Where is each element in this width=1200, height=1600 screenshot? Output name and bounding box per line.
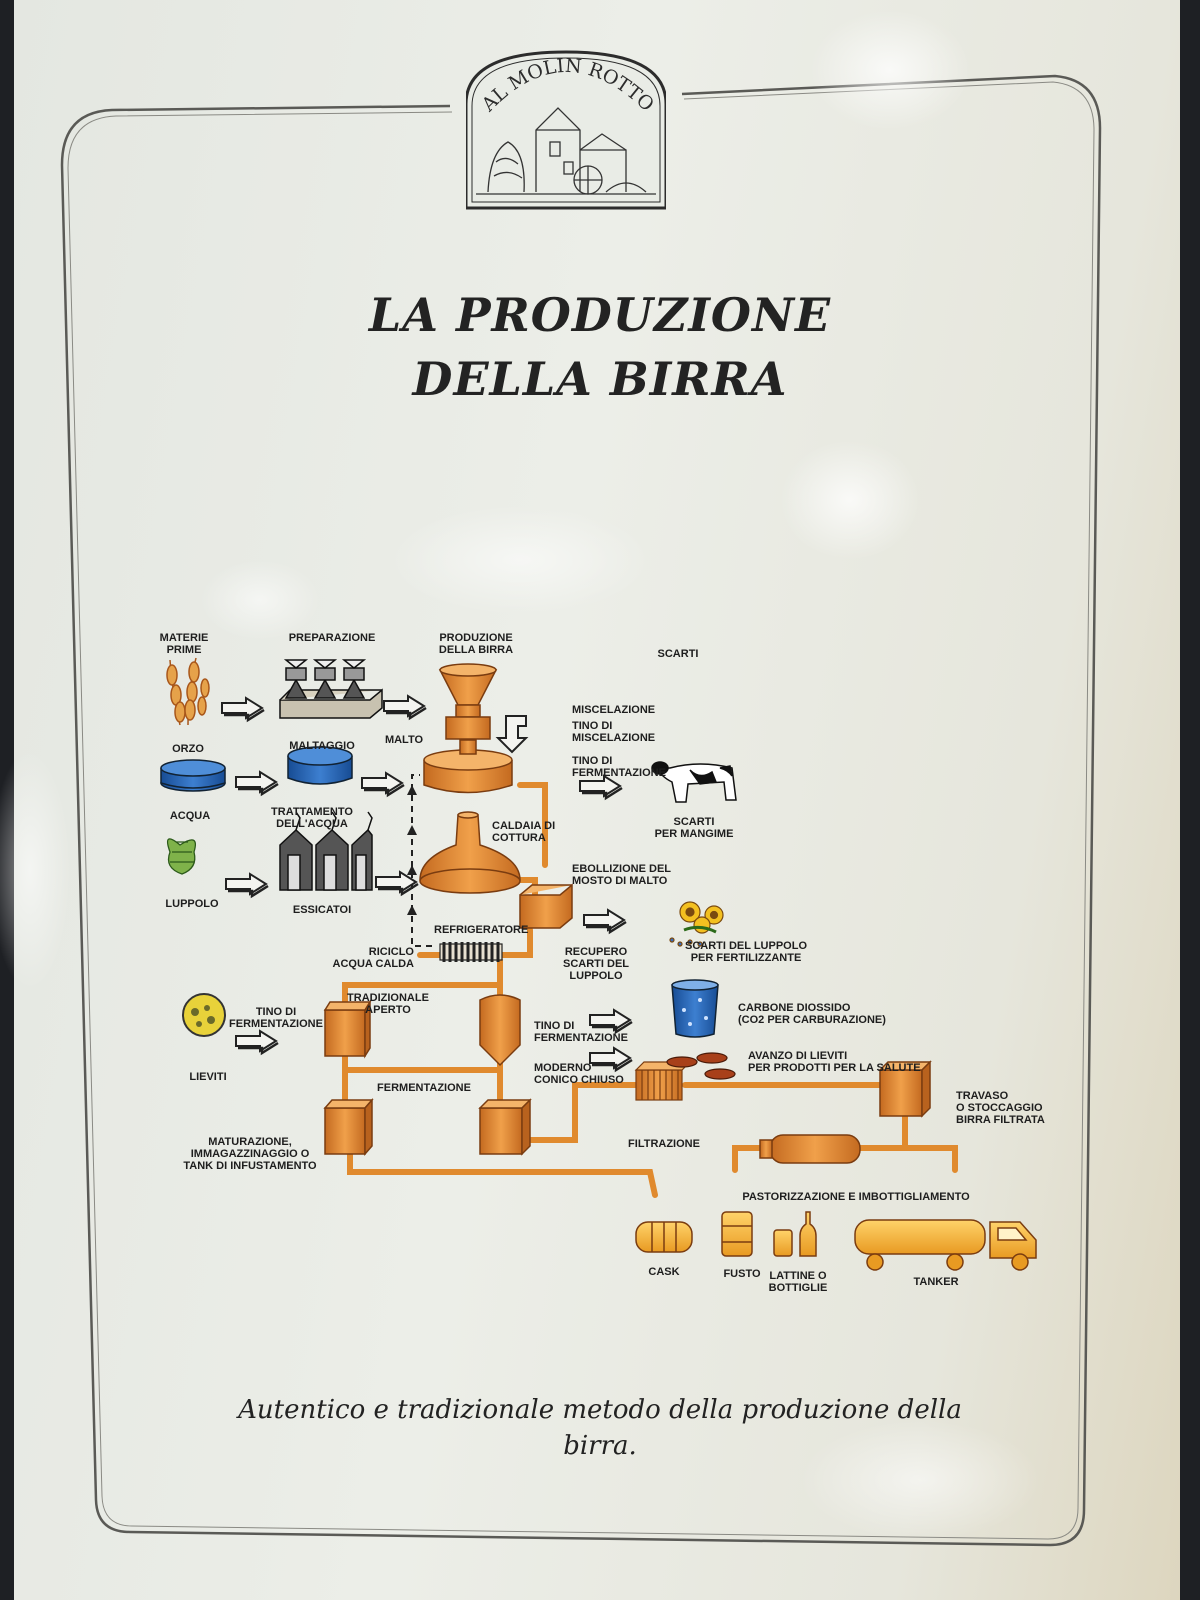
hops-icon: [166, 838, 197, 875]
label-yeast: LIEVITI: [189, 1071, 227, 1083]
pipe-network: [342, 782, 958, 1198]
label-water-treatment: TRATTAMENTO DELL'ACQUA: [271, 806, 353, 830]
bright-beer-tank-icon: [878, 1060, 932, 1118]
label-boiler: CALDAIA DI COTTURA: [492, 820, 556, 844]
label-fermentation-vessel-left: TINO DI FERMENTAZIONE: [229, 1006, 323, 1030]
barley-icon: [166, 657, 210, 726]
label-pasteurization: PASTORIZZAZIONE E IMBOTTIGLIAMENTO: [742, 1191, 970, 1203]
page-caption: Autentico e tradizionale metodo della pr…: [238, 1395, 962, 1461]
malting-station-icon: [279, 659, 383, 719]
heat-exchanger-coil-icon: [439, 942, 503, 962]
mill-illustration-icon: [476, 107, 656, 195]
water-tank-icon: [160, 759, 226, 792]
label-malt: MALTO: [384, 734, 424, 746]
pasteurizer-icon: [759, 1134, 861, 1164]
label-mixing-vessel: TINO DI MISCELAZIONE: [572, 720, 656, 744]
brand-logo: AL MOLIN ROTTO: [466, 50, 666, 210]
label-barley: ORZO: [172, 743, 204, 755]
mash-tun-icon: [423, 739, 513, 794]
label-bright-beer-storage: TRAVASO O STOCCAGGIO BIRRA FILTRATA: [956, 1090, 1045, 1126]
column-header-preparation: PREPARAZIONE: [288, 632, 376, 644]
cans-bottles-icon: [773, 1211, 817, 1257]
keg-icon: [721, 1211, 753, 1257]
label-water: ACQUA: [169, 810, 211, 822]
sunflower-icon: [669, 901, 724, 947]
page-title-line-1: LA PRODUZIONE: [368, 288, 832, 342]
label-hot-water-recycle: RICICLO ACQUA CALDA: [332, 946, 414, 970]
conditioning-tank-icon: [478, 1098, 532, 1156]
label-modern-conical: MODERNO CONICO CHIUSO: [534, 1062, 624, 1086]
drying-kilns-icon: [279, 811, 373, 891]
maturation-tank-icon: [323, 1098, 374, 1156]
label-filtration: FILTRAZIONE: [628, 1138, 700, 1150]
label-fermentation: FERMENTAZIONE: [377, 1082, 471, 1094]
page-title-line-2: DELLA BIRRA: [412, 352, 788, 406]
menu-page: [14, 0, 1180, 1600]
label-hops: LUPPOLO: [165, 898, 219, 910]
label-mixing: MISCELAZIONE: [572, 704, 656, 716]
cask-icon: [635, 1221, 693, 1253]
column-header-raw-materials: MATERIE PRIME: [159, 632, 209, 656]
label-hop-waste-fertilizer: SCARTI DEL LUPPOLO PER FERTILIZZANTE: [684, 940, 808, 964]
recycle-arrowheads-icon: [407, 785, 417, 915]
water-treatment-tank-icon: [287, 746, 353, 785]
conical-fermenter-icon: [479, 994, 521, 1067]
co2-beaker-icon: [671, 979, 719, 1038]
label-cans-bottles: LATTINE O BOTTIGLIE: [768, 1270, 828, 1294]
label-maturation: MATURAZIONE, IMMAGAZZINAGGIO O TANK DI I…: [183, 1136, 317, 1172]
label-drying-kilns: ESSICATOI: [292, 904, 352, 916]
label-waste-feed: SCARTI PER MANGIME: [654, 816, 734, 840]
yeast-icon: [182, 993, 226, 1037]
label-fermentation-vessel-mid: TINO DI FERMENTAZIONE: [534, 1020, 628, 1044]
tanker-truck-icon: [854, 1219, 1037, 1271]
label-traditional-open: TRADIZIONALE APERTO: [347, 992, 429, 1016]
cow-icon: [651, 761, 737, 803]
brew-kettle-icon: [419, 811, 521, 894]
label-malting: MALTAGGIO: [289, 740, 355, 752]
label-wort-boiling: EBOLLIZIONE DEL MOSTO DI MALTO: [572, 863, 671, 887]
label-cooler: REFRIGERATORE: [434, 924, 529, 936]
label-yeast-surplus: AVANZO DI LIEVITI PER PRODOTTI PER LA SA…: [748, 1050, 921, 1074]
column-header-waste: SCARTI: [657, 648, 699, 660]
open-fermenter-icon: [323, 999, 372, 1059]
yeast-discs-icon: [666, 1052, 736, 1080]
label-hop-recovery: RECUPERO SCARTI DEL LUPPOLO: [563, 946, 629, 982]
label-fermentation-vessel-top: TINO DI FERMENTAZIONE: [572, 755, 666, 779]
column-header-production: PRODUZIONE DELLA BIRRA: [438, 632, 514, 656]
label-cask: CASK: [648, 1266, 680, 1278]
label-tanker: TANKER: [913, 1276, 959, 1288]
hop-recovery-tank-icon: [519, 883, 573, 929]
mixing-arrow-icon: [495, 715, 529, 754]
mixing-hopper-icon: [438, 663, 498, 740]
filter-press-icon: [634, 1061, 692, 1101]
label-keg: FUSTO: [723, 1268, 761, 1280]
label-carbon-dioxide: CARBONE DIOSSIDO (CO2 PER CARBURAZIONE): [738, 1002, 886, 1026]
